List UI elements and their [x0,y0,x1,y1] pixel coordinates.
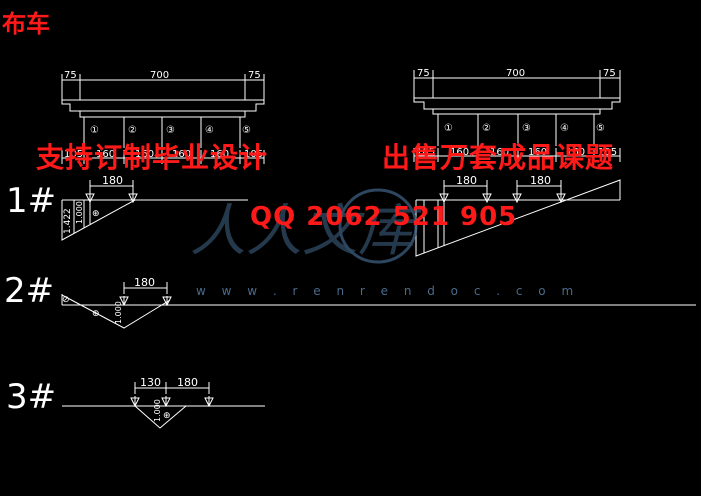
girder-label-l2: ② [128,125,137,136]
case2-ordinate: 1.000 [114,301,123,324]
page-title: 布车 [2,10,50,38]
cross-section-left [61,74,265,164]
watermark-logo: 人人文库 [190,188,422,264]
case1-influence-left [61,180,248,241]
dim-bottom-left-4: 160 [172,149,191,160]
dim-top-left-3: 75 [248,70,261,81]
dim-top-left-2: 700 [150,70,169,81]
dim-bottom-left-5: 160 [210,149,229,160]
case1-left-spacing: 180 [102,174,123,187]
case1-ordinate-b: 1.000 [75,201,84,224]
girder-label-r2: ② [482,123,491,134]
girder-label-r4: ④ [560,123,569,134]
case3-spacing-2: 180 [177,376,198,389]
case1-ordinate-a: 1.422 [63,208,73,234]
case2-spacing: 180 [134,276,155,289]
dim-top-left-1: 75 [64,70,77,81]
girder-label-l3: ③ [166,125,175,136]
case1-right-spacing-2: 180 [530,174,551,187]
girder-label-r3: ③ [522,123,531,134]
case3-influence [62,382,265,429]
dim-top-right-2: 700 [506,68,525,79]
case3-label: 3# [6,377,56,417]
dim-bottom-left-1: 105 [64,149,83,160]
girder-label-r5: ⑤ [596,123,605,134]
girder-label-r1: ① [444,123,453,134]
case1-right-spacing-1: 180 [456,174,477,187]
case2-label: 2# [4,271,54,311]
case3-spacing-1: 130 [140,376,161,389]
watermark-url: w w w . r e n r e n d o c . c o m [196,284,580,298]
girder-label-l1: ① [90,125,99,136]
dim-bottom-left-2: 160 [96,149,115,160]
cross-section-right [413,70,621,162]
case2-girder-marker-b: ⊕ [92,309,100,319]
case1-label: 1# [6,181,56,221]
dim-bottom-left-3: 160 [135,149,154,160]
overlay-qq-text: QQ 2062 521 905 [250,202,518,232]
dim-top-right-1: 75 [417,68,430,79]
dim-bottom-right-3: 160 [490,147,509,158]
dim-bottom-right-6: 105 [598,147,617,158]
case2-girder-marker-a: ⊘ [62,295,70,305]
dim-bottom-right-1: 105 [416,147,435,158]
case3-girder-marker: ⊕ [163,411,171,421]
girder-label-l4: ④ [205,125,214,136]
girder-label-l5: ⑤ [242,125,251,136]
dim-bottom-right-4: 160 [528,147,547,158]
case3-ordinate: 1.000 [153,399,162,422]
dim-bottom-right-2: 160 [450,147,469,158]
watermark-logo-text: 人人文库 [190,199,422,264]
overlay-text-left: 支持订制毕业设计 [36,141,269,174]
overlay-text-right: 出售万套成品课题 [382,141,615,174]
dim-bottom-right-5: 160 [566,147,585,158]
dim-bottom-left-6: 105 [244,149,263,160]
case2-influence [61,282,696,329]
watermark-ring [338,188,418,264]
dim-top-right-3: 75 [603,68,616,79]
case1-girder-marker: ⊕ [92,209,100,219]
